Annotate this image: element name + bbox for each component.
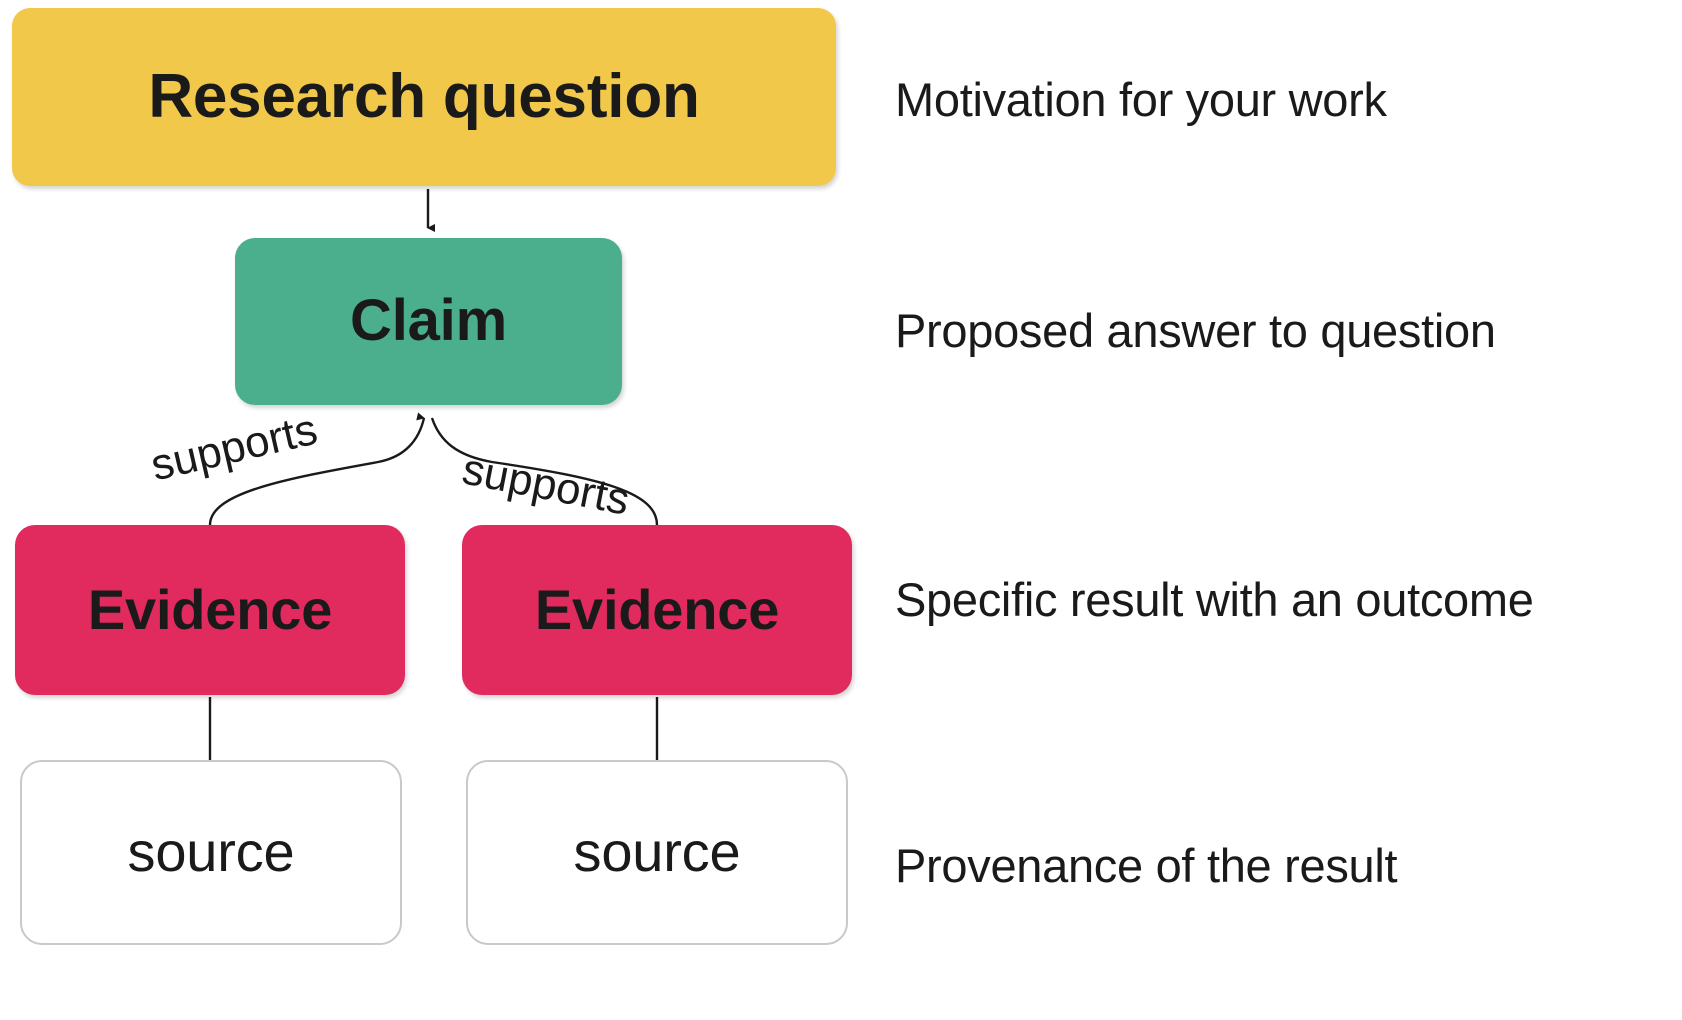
node-source-left-label: source	[127, 820, 295, 884]
node-source-right-label: source	[573, 820, 741, 884]
description-source: Provenance of the result	[895, 839, 1398, 892]
node-claim[interactable]: Claim	[235, 238, 622, 405]
node-source-right[interactable]: source	[466, 760, 848, 945]
edge-label-supports-left: supports	[146, 404, 322, 491]
description-research-question: Motivation for your work	[895, 73, 1387, 126]
description-evidence: Specific result with an outcome	[895, 573, 1534, 626]
node-research-question[interactable]: Research question	[12, 8, 836, 186]
node-claim-label: Claim	[350, 288, 507, 354]
node-evidence-right-label: Evidence	[534, 577, 780, 641]
edge-label-supports-right: supports	[458, 444, 634, 525]
node-evidence-right[interactable]: Evidence	[462, 525, 852, 695]
node-research-question-label: Research question	[148, 62, 700, 132]
description-claim: Proposed answer to question	[895, 304, 1496, 357]
node-evidence-left-label: Evidence	[87, 577, 333, 641]
node-source-left[interactable]: source	[20, 760, 402, 945]
node-evidence-left[interactable]: Evidence	[15, 525, 405, 695]
